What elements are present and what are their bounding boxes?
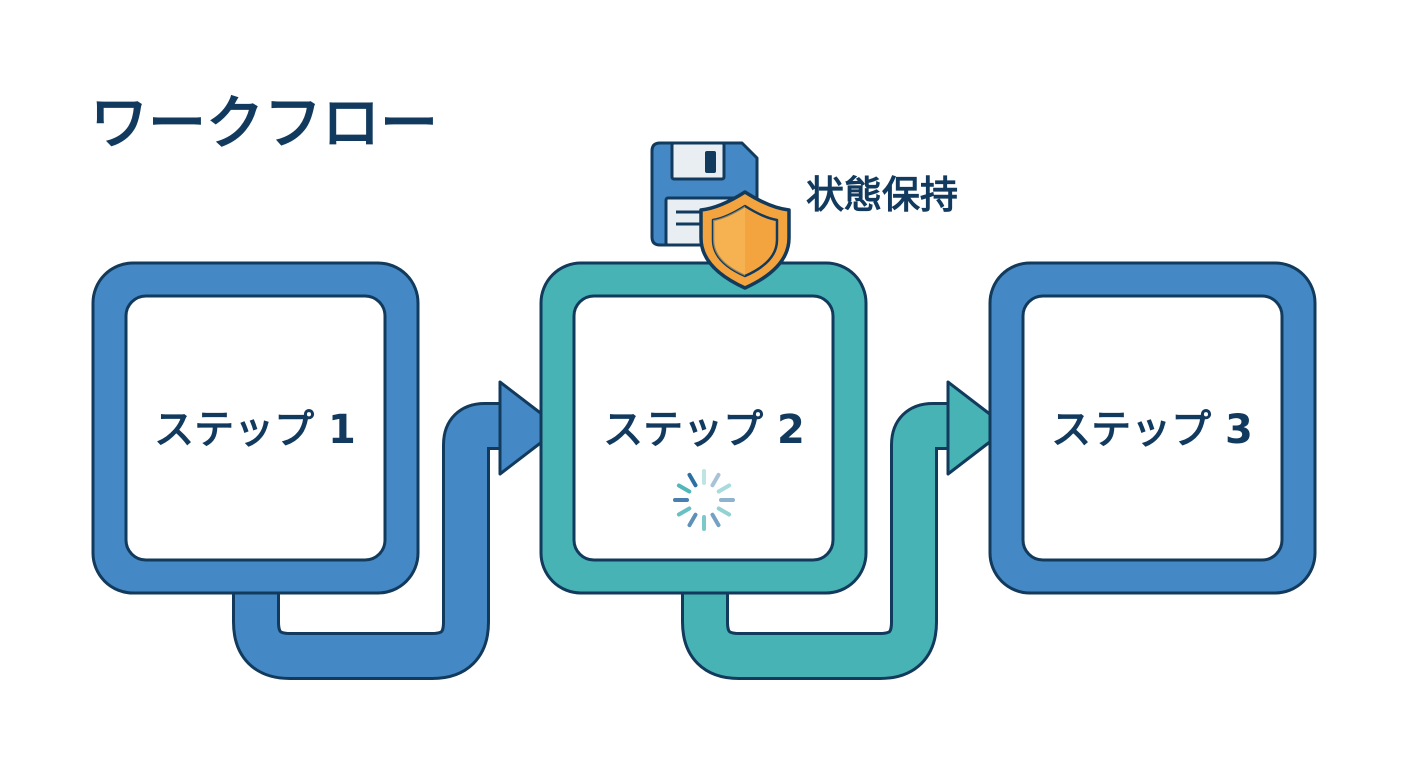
state-badge: 状態保持 [650,141,958,290]
arrow-head-icon [946,380,1010,476]
connector-step2-to-step3 [681,380,1010,680]
step-3-label: ステップ 3 [1051,407,1253,453]
spinner-tick [687,472,698,488]
spinner-tick [676,506,692,517]
shield-icon [699,190,791,290]
step-3-box: ステップ 3 [988,261,1317,595]
loading-spinner-icon [673,469,735,531]
arrow-head-icon [498,380,562,476]
connector-step1-to-step2 [232,380,562,680]
step-2-label: ステップ 2 [603,407,805,453]
spinner-tick [710,472,721,488]
diagram-title: ワークフロー [90,89,438,157]
spinner-tick [710,512,721,528]
step-1-label: ステップ 1 [154,407,356,453]
spinner-tick [716,483,732,494]
spinner-tick [716,506,732,517]
state-badge-label: 状態保持 [806,173,958,217]
step-1-box: ステップ 1 [91,261,420,595]
spinner-tick [676,483,692,494]
spinner-tick [687,512,698,528]
step-2-box: ステップ 2 [539,261,868,595]
